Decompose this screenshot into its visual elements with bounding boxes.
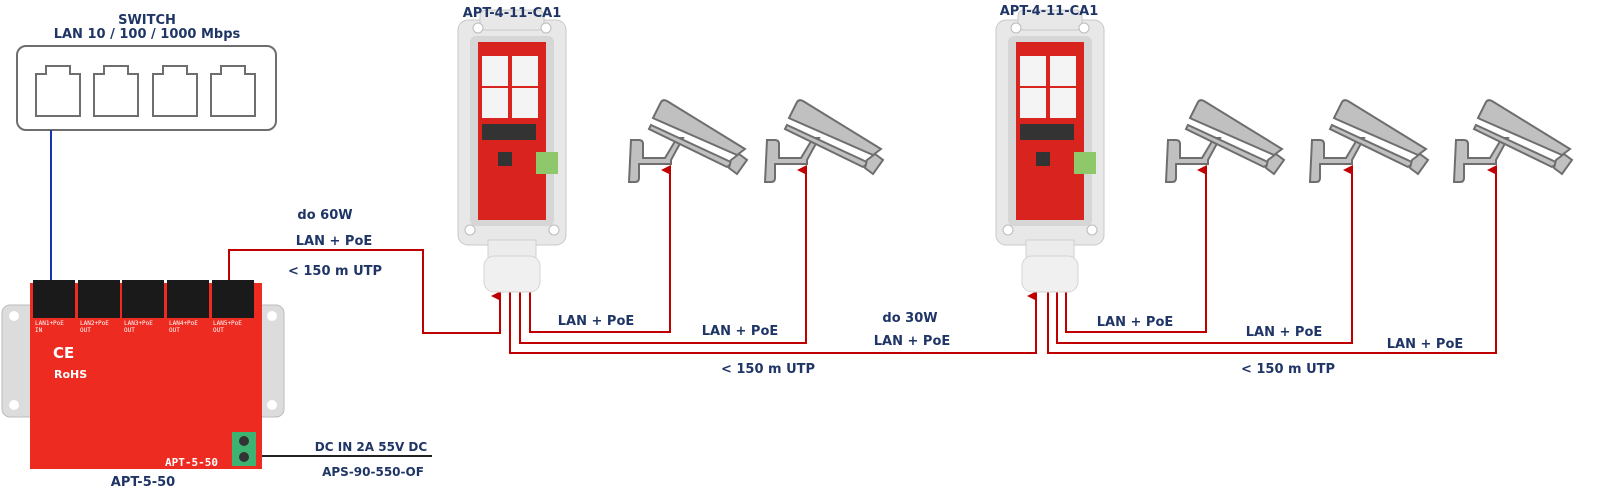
camera-icon: [1309, 99, 1429, 183]
s2-cam2-label: LAN + PoE: [1245, 325, 1323, 340]
switch-title: SWITCH: [118, 13, 176, 28]
s1-cam2-label: LAN + PoE: [701, 324, 779, 339]
poe-connection-lines: [228, 165, 1497, 354]
uplink-distance-label: < 150 m UTP: [287, 264, 383, 279]
s2-cam3-label: LAN + PoE: [1386, 337, 1464, 352]
psu-label: APS-90-550-OF: [322, 465, 424, 479]
splitter-1-label: APT-4-11-CA1: [462, 6, 562, 21]
s1-cam1-label: LAN + PoE: [557, 314, 635, 329]
splitter-1-device: [457, 9, 567, 293]
port-label-lan1: LAN1+PoE IN: [35, 320, 64, 334]
s1-link-type-label: LAN + PoE: [873, 334, 951, 349]
camera-icon: [1453, 99, 1573, 183]
board-model-text: APT-5-50: [165, 456, 218, 469]
port-label-lan2: LAN2+PoE OUT: [80, 320, 109, 334]
port-label-lan3: LAN3+PoE OUT: [124, 320, 153, 334]
port-label-lan4: LAN4+PoE OUT: [169, 320, 198, 334]
s1-link-power-label: do 30W: [882, 311, 938, 326]
uplink-power-label: do 60W: [297, 208, 353, 223]
apt-5-50-device: CE RoHS APT-5-50: [1, 280, 285, 469]
port-label-lan5: LAN5+PoE OUT: [213, 320, 242, 334]
camera-icon: [1165, 99, 1285, 183]
camera-icon: [764, 99, 884, 183]
splitter-2-device: [995, 9, 1105, 293]
dc-in-label: DC IN 2A 55V DC: [314, 440, 428, 454]
rohs-mark: RoHS: [54, 368, 87, 381]
uplink-type-label: LAN + PoE: [295, 234, 373, 249]
s1-distance-label: < 150 m UTP: [720, 362, 816, 377]
ce-mark: CE: [53, 344, 74, 362]
main-device-label: APT-5-50: [110, 475, 176, 490]
camera-icon: [628, 99, 748, 183]
s2-cam1-label: LAN + PoE: [1096, 315, 1174, 330]
s2-distance-label: < 150 m UTP: [1240, 362, 1336, 377]
switch-subtitle: LAN 10 / 100 / 1000 Mbps: [53, 27, 241, 42]
splitter-2-label: APT-4-11-CA1: [999, 4, 1099, 19]
switch-icon: [16, 45, 277, 131]
